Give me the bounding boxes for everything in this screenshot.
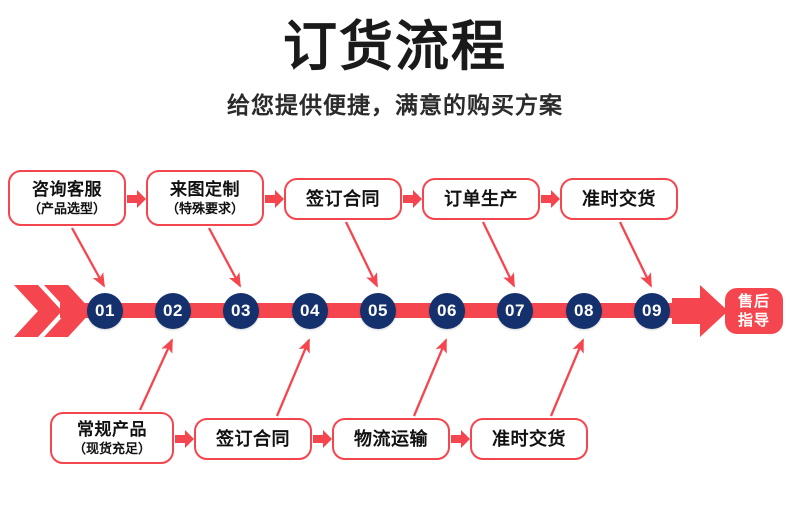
top-link-arrow-3-4 bbox=[403, 190, 422, 208]
timeline-node-label: 04 bbox=[300, 301, 320, 320]
top-step-1-subtitle: （产品选型） bbox=[27, 200, 106, 216]
timeline-node-01[interactable]: 01 bbox=[87, 293, 123, 329]
page-subtitle: 给您提供便捷，满意的购买方案 bbox=[227, 92, 563, 118]
top-link-arrow-4-5 bbox=[541, 190, 560, 208]
bottom-link-arrow-3-4 bbox=[451, 430, 470, 448]
top-step-5-title: 准时交货 bbox=[582, 189, 656, 209]
top-step-5[interactable]: 准时交货 bbox=[560, 178, 678, 220]
timeline-node-07[interactable]: 07 bbox=[497, 293, 533, 329]
timeline-arrow-head-icon bbox=[672, 285, 728, 337]
timeline-node-label: 01 bbox=[95, 301, 115, 320]
top-step-3-title: 签订合同 bbox=[306, 189, 380, 209]
timeline-node-label: 08 bbox=[574, 301, 594, 320]
double-chevron-icon bbox=[14, 285, 92, 337]
bottom-step-4[interactable]: 准时交货 bbox=[470, 418, 588, 460]
timeline-node-label: 02 bbox=[163, 301, 183, 320]
timeline-node-label: 07 bbox=[505, 301, 525, 320]
top-step-2-title: 来图定制 bbox=[170, 179, 240, 199]
timeline-node-08[interactable]: 08 bbox=[566, 293, 602, 329]
bottom-link-arrow-2-3 bbox=[313, 430, 332, 448]
after-sales-badge-line1: 售后 bbox=[737, 293, 770, 310]
timeline-node-05[interactable]: 05 bbox=[360, 293, 396, 329]
timeline-node-02[interactable]: 02 bbox=[155, 293, 191, 329]
bottom-step-1-title: 常规产品 bbox=[77, 419, 147, 439]
timeline-node-04[interactable]: 04 bbox=[292, 293, 328, 329]
bottom-link-arrow-1-2 bbox=[175, 430, 194, 448]
bottom-step-4-title: 准时交货 bbox=[492, 429, 566, 449]
top-step-3[interactable]: 签订合同 bbox=[284, 178, 402, 220]
bottom-step-2-title: 签订合同 bbox=[216, 429, 290, 449]
timeline-node-label: 06 bbox=[437, 301, 457, 320]
timeline-node-label: 05 bbox=[368, 301, 388, 320]
bottom-step-3[interactable]: 物流运输 bbox=[332, 418, 450, 460]
after-sales-badge[interactable]: 售后 指导 bbox=[725, 288, 783, 334]
timeline-node-09[interactable]: 09 bbox=[634, 293, 670, 329]
top-step-4-title: 订单生产 bbox=[444, 189, 518, 209]
top-step-2-subtitle: （特殊要求） bbox=[165, 200, 244, 216]
bottom-step-1[interactable]: 常规产品 （现货充足） bbox=[50, 412, 174, 464]
after-sales-badge-line2: 指导 bbox=[737, 312, 770, 329]
timeline-node-03[interactable]: 03 bbox=[223, 293, 259, 329]
bottom-step-2[interactable]: 签订合同 bbox=[194, 418, 312, 460]
bottom-step-1-subtitle: （现货充足） bbox=[72, 440, 151, 456]
timeline-node-label: 03 bbox=[231, 301, 251, 320]
timeline-node-label: 09 bbox=[642, 301, 662, 320]
bottom-step-3-title: 物流运输 bbox=[354, 429, 428, 449]
page-title: 订货流程 bbox=[283, 17, 507, 77]
top-step-1-title: 咨询客服 bbox=[32, 179, 102, 199]
top-step-4[interactable]: 订单生产 bbox=[422, 178, 540, 220]
top-step-2[interactable]: 来图定制 （特殊要求） bbox=[146, 170, 264, 226]
timeline-node-06[interactable]: 06 bbox=[429, 293, 465, 329]
top-link-arrow-2-3 bbox=[265, 190, 284, 208]
top-link-arrow-1-2 bbox=[127, 190, 146, 208]
top-step-1[interactable]: 咨询客服 （产品选型） bbox=[8, 170, 126, 226]
